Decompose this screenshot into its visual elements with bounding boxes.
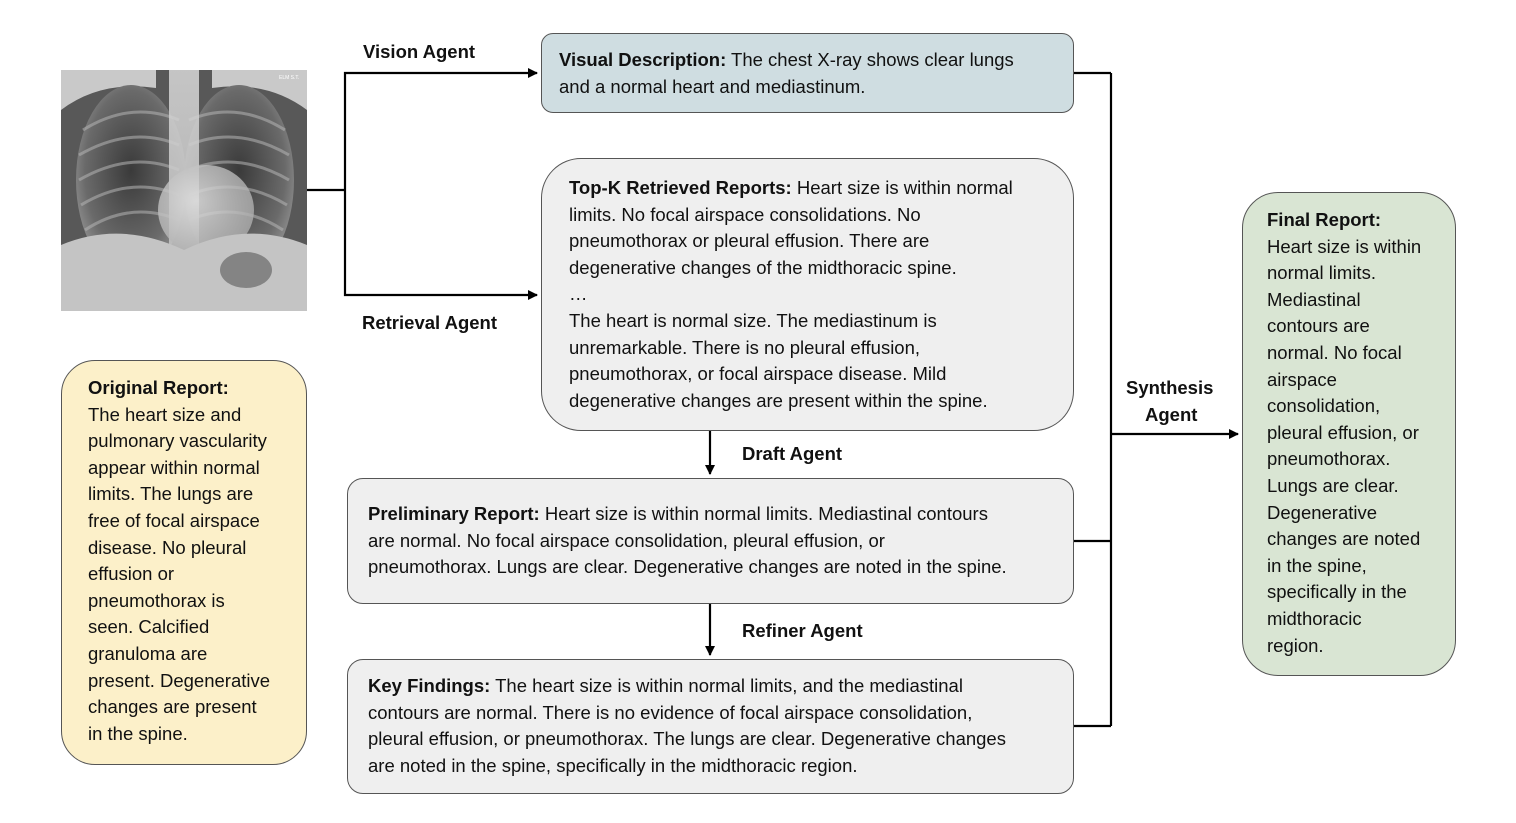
final-report-line: midthoracic [1267,607,1362,629]
preliminary-report-heading: Preliminary Report: [368,503,540,524]
retrieved-reports-line: limits. No focal airspace consolidations… [569,203,921,225]
original-report-line: pneumothorax is [88,589,225,611]
retrieval-agent-arrow [343,190,538,300]
draft-agent-label: Draft Agent [742,443,843,464]
visual-description-heading: Visual Description: [559,49,727,70]
final-report-line: in the spine, [1267,554,1367,576]
vision-agent-arrow [343,68,538,190]
original-report-box: Original Report: The heart size and pulm… [61,360,307,765]
final-report-line: airspace [1267,368,1337,390]
retrieved-reports-heading: Top-K Retrieved Reports: [569,177,792,198]
key-findings-line: are noted in the spine, specifically in … [368,754,858,776]
retrieved-reports-line: Top-K Retrieved Reports: Heart size is w… [569,177,1013,198]
preliminary-report-line: are normal. No focal airspace consolidat… [368,529,885,551]
original-report-line: disease. No pleural [88,536,247,558]
original-report-line: The heart size and [88,403,242,425]
final-report-line: specifically in the [1267,581,1407,603]
final-report-box: Final Report: Heart size is within norma… [1242,192,1456,676]
final-report-line: normal. No focal [1267,341,1402,363]
visual-description-line: Visual Description: The chest X-ray show… [559,49,1014,70]
original-report-line: in the spine. [88,722,188,744]
final-report-line: Heart size is within [1267,235,1422,257]
visual-description-box: Visual Description: The chest X-ray show… [541,33,1074,113]
original-report-line: present. Degenerative [88,669,271,691]
final-report-line: pleural effusion, or [1267,421,1419,443]
final-report-line: pneumothorax. [1267,448,1391,470]
preliminary-report-line: Preliminary Report: Heart size is within… [368,503,988,524]
original-report-line: seen. Calcified [88,616,210,638]
key-findings-box: Key Findings: The heart size is within n… [347,659,1074,794]
final-report-line: region. [1267,634,1324,656]
visual-description-line: and a normal heart and mediastinum. [559,75,866,97]
vision-agent-label: Vision Agent [363,41,476,62]
original-report-line: appear within normal [88,456,260,478]
original-report-heading: Original Report: [88,377,229,398]
retrieved-reports-line: unremarkable. There is no pleural effusi… [569,336,921,358]
synthesis-agent-label-line2: Agent [1145,404,1198,425]
key-findings-line: Key Findings: The heart size is within n… [368,675,963,696]
retrieved-reports-line: The heart is normal size. The mediastinu… [569,309,937,331]
retrieval-agent-label: Retrieval Agent [362,312,498,333]
preliminary-report-line: pneumothorax. Lungs are clear. Degenerat… [368,556,1007,578]
final-report-line: normal limits. [1267,262,1376,284]
final-report-line: changes are noted [1267,528,1421,550]
retrieved-reports-line: pneumothorax or pleural effusion. There … [569,230,930,252]
final-report-line: Mediastinal [1267,288,1361,310]
preliminary-report-box: Preliminary Report: Heart size is within… [347,478,1074,604]
final-report-line: consolidation, [1267,395,1381,417]
xray-corner-marker: ELM S.T. [279,75,299,81]
retrieved-reports-line: degenerative changes are present within … [569,389,988,411]
original-report-line: changes are present [88,696,257,718]
key-findings-line: pleural effusion, or pneumothorax. The l… [368,728,1006,750]
chest-xray-image: ELM S.T. [61,70,307,311]
synthesis-agent-label-line1: Synthesis [1126,377,1214,398]
retrieved-reports-box: Top-K Retrieved Reports: Heart size is w… [541,158,1074,431]
final-report-heading: Final Report: [1267,209,1382,230]
final-report-line: Degenerative [1267,501,1378,523]
key-findings-line: contours are normal. There is no evidenc… [368,701,973,723]
retrieved-reports-line: pneumothorax, or focal airspace disease.… [569,363,947,385]
original-report-line: effusion or [88,563,175,585]
retrieved-reports-ellipsis: … [569,283,588,305]
original-report-line: pulmonary vascularity [88,430,267,452]
refiner-agent-label: Refiner Agent [742,620,863,641]
retrieved-reports-line: degenerative changes of the midthoracic … [569,256,957,278]
original-report-line: limits. The lungs are [88,483,254,505]
original-report-line: granuloma are [88,642,208,664]
key-findings-heading: Key Findings: [368,675,491,696]
final-report-line: Lungs are clear. [1267,474,1399,496]
original-report-line: free of focal airspace [88,509,260,531]
final-report-line: contours are [1267,315,1370,337]
